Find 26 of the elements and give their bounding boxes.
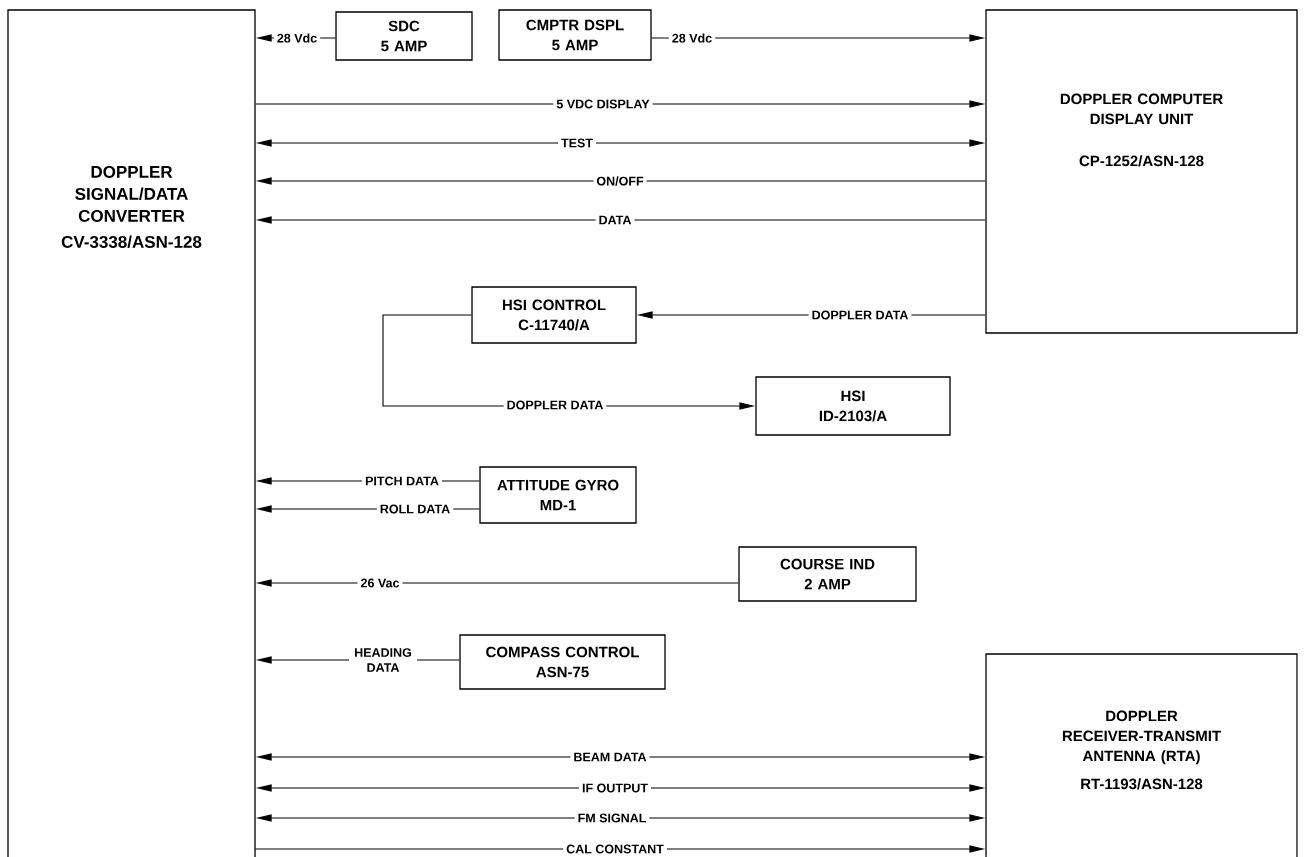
edge-label: DOPPLER DATA [503,397,607,413]
block-box: CMPTR DSPL 5 AMP [498,9,652,61]
block-box: DOPPLER RECEIVER-TRANSMIT ANTENNA (RTA) RT-1193/ASN-128 [985,653,1298,857]
edge-label: 28 Vdc [668,30,716,46]
edge-label: 5 VDC DISPLAY [553,96,653,112]
edge-label: 26 Vac [357,575,403,591]
edge-label: IF OUTPUT [579,780,651,796]
block-box: HSI CONTROL C-11740/A [471,286,637,344]
edge-label: BEAM DATA [570,749,650,765]
edge-label: PITCH DATA [362,473,442,489]
edge-label: ROLL DATA [376,501,454,517]
edge-label: ON/OFF [593,173,647,189]
edge-label: TEST [558,135,596,151]
edge-label: DATA [595,212,635,228]
edge-label: FM SIGNAL [574,810,650,826]
edge-label: HEADING DATA [349,645,417,675]
block-box: SDC 5 AMP [335,11,473,61]
edge-label: DOPPLER DATA [808,307,912,323]
block-box: HSI ID-2103/A [755,376,951,436]
block-box: COMPASS CONTROL ASN-75 [459,634,666,690]
edge-label: 28 Vdc [273,30,321,46]
block-box: ATTITUDE GYRO MD-1 [479,466,637,524]
block-box: DOPPLER SIGNAL/DATA CONVERTER CV-3338/ASN-128 [7,9,256,857]
block-box: COURSE IND 2 AMP [738,546,917,602]
edge-label: CAL CONSTANT [563,841,667,857]
block-box: DOPPLER COMPUTER DISPLAY UNIT CP-1252/ASN-128 [985,9,1298,334]
